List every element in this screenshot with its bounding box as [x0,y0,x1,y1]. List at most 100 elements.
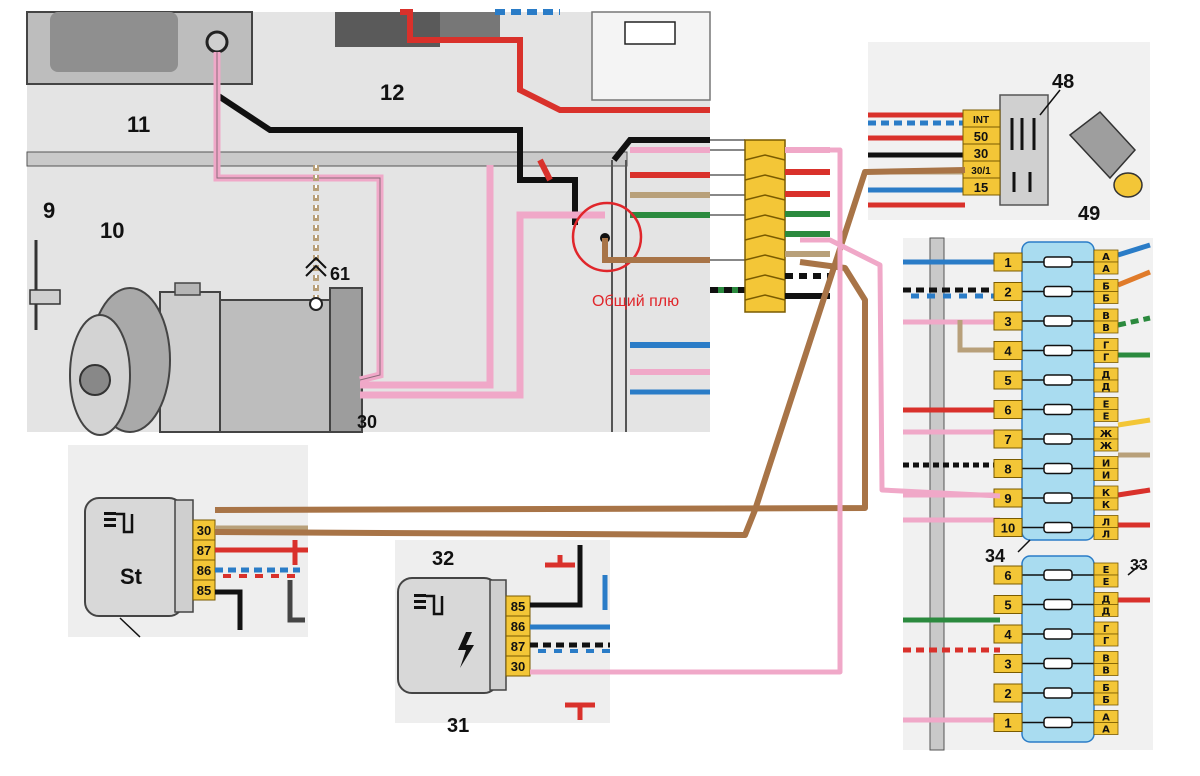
relay-st-pin-87: 87 [197,543,211,558]
fb34-letter: А [1102,264,1110,275]
fb34-letter: В [1102,311,1110,322]
relay-st-pin-85: 85 [197,583,211,598]
label-12: 12 [380,80,404,105]
fb34-fuse [1043,256,1073,268]
relay-32-pins: 85 86 87 30 [505,595,531,677]
relay-32-pin-30: 30 [511,659,525,674]
fb33-letter-box [1093,663,1119,676]
fb34-letter-box [1093,438,1119,452]
relay-32-pin-87: 87 [511,639,525,654]
fb34-number-box [993,282,1023,301]
switch48-pin-50: 50 [974,129,988,144]
fb33-number-box [993,654,1023,673]
fb34-letter-box [1093,497,1119,511]
fb34-number: 1 [1004,255,1011,270]
fb33-number: 2 [1004,686,1011,701]
fb34-letter: К [1102,500,1111,511]
fb34-letter: Ж [1100,429,1113,440]
label-10: 10 [100,218,124,243]
label-49: 49 [1078,203,1100,225]
fb34-number-box [993,459,1023,478]
switch48-pin-int: INT [973,115,989,126]
fb34-letter-box [1093,409,1119,422]
fb33-fuse [1043,657,1073,670]
relay-32-body [397,577,499,694]
pink-wire-connector-to-fuse9 [800,237,1001,499]
fb34-fuse [1043,492,1073,504]
fb33-letter-box [1093,633,1119,647]
fb34-letter: Е [1103,400,1110,411]
lightning-icon [458,632,474,668]
fb34-number: 2 [1004,285,1011,300]
fb34-fuse [1043,403,1073,416]
fb34-number: 5 [1004,373,1011,388]
fb33-letter: Е [1103,565,1110,576]
fb33-fuse [1043,687,1073,699]
fb33-number: 4 [1004,627,1012,642]
fb34-letter: Л [1102,530,1110,541]
main-connector [710,139,830,313]
fb33-letter: А [1102,725,1110,736]
fuse-block-33-fuses [1022,569,1094,729]
fb34-letter: В [1102,323,1110,334]
alternator-10 [69,282,363,436]
fb34-letter-box [1093,291,1119,304]
label-34: 34 [985,546,1005,566]
relay-st-icon [104,512,134,534]
fb34-fuse [1043,433,1073,445]
fb34-number: 6 [1004,403,1011,418]
fb33-letter: Е [1103,577,1110,588]
fb33-letter-box [1093,604,1119,617]
fb34-number: 9 [1004,491,1011,506]
fb33-number: 5 [1004,598,1011,613]
overlay-wires [214,147,1001,675]
fuse-block-33 [1021,555,1095,743]
fb34-number-box [993,252,1023,272]
fb33-fuse [1043,628,1073,640]
common-plus-annotation: Общий плю [592,293,679,310]
fuse-block-34-fuses [1022,256,1094,534]
fb34-number: 8 [1004,462,1011,477]
ignition-switch-48 [999,94,1049,206]
fb34-fuse [1043,344,1073,357]
fb34-letter-box [1093,261,1119,275]
fb34-letter: А [1102,252,1110,263]
fb34-letter-box [1093,350,1119,363]
fb34-letter: Г [1103,353,1110,364]
switch48-pin-30-1: 30/1 [971,166,991,177]
relay-st-pins: 30 87 86 85 [192,519,216,601]
label-61: 61 [330,264,350,284]
fb34-letter: Б [1102,282,1110,293]
fb33-letter: В [1102,666,1110,677]
panel-alternator: 11 12 9 10 61 30 Общий плю [26,9,711,436]
relay-st-body [84,497,184,617]
fb33-letter: В [1102,654,1110,665]
switch48-pin-15: 15 [974,180,988,195]
fb33-number-box [993,595,1023,614]
label-33: 33 [1130,557,1148,574]
relay-32-icon [414,594,444,616]
relay-32-pin-85: 85 [511,599,525,614]
relay-32-pin-86: 86 [511,619,525,634]
panel-ignition-switch: INT 50 30 30/1 15 48 49 [868,42,1150,225]
switch48-pins: INT 50 30 30/1 15 [962,109,1001,196]
fb33-number: 3 [1004,657,1011,672]
fb34-letter: Е [1103,412,1110,423]
fb33-number: 6 [1004,568,1011,583]
fb33-fuse [1043,716,1073,729]
fb34-fuse [1043,374,1073,386]
fb34-letter: К [1102,488,1111,499]
fb33-letter: Г [1103,624,1110,635]
relay-st-pin-86: 86 [197,563,211,578]
fb34-letter: Д [1102,382,1111,393]
relay-st-label: St [120,564,143,589]
fb34-fuse [1043,285,1073,298]
fb34-number-box [993,429,1023,449]
fb34-letter-box [1093,468,1119,481]
fb34-fuse [1043,521,1073,534]
fb33-number-box [993,624,1023,644]
